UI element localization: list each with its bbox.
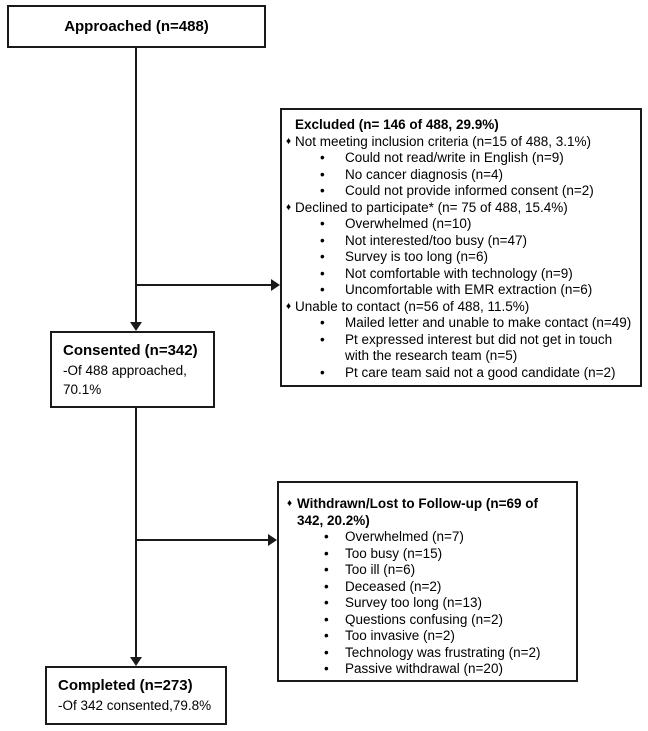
approached-box: Approached (n=488) [7,5,266,48]
excluded-box: Excluded (n= 146 of 488, 29.9%) ♦ Not me… [280,108,642,387]
completed-box: Completed (n=273) -Of 342 consented,79.8… [45,666,227,725]
completed-subtitle: -Of 342 consented,79.8% [58,698,212,713]
withdrawn-title-row: ♦ Withdrawn/Lost to Follow-up (n=69 of 3… [283,496,568,529]
arrowhead-down-consented [130,322,142,331]
dot-bullet-icon: • [324,578,329,594]
withdrawn-box: ♦ Withdrawn/Lost to Follow-up (n=69 of 3… [277,481,578,682]
excluded-sub-item: • Could not read/write in English (n=9) [320,150,564,165]
dot-bullet-icon: • [324,611,329,627]
dot-bullet-icon: • [324,529,329,544]
excluded-group-label: ♦ Not meeting inclusion criteria (n=15 o… [286,133,592,149]
excluded-sub-item: • Mailed letter and unable to make conta… [320,315,632,330]
connector-branch-withdrawn [135,539,268,541]
consented-title: Consented (n=342) [63,342,198,359]
dot-bullet-icon: • [320,216,325,231]
diamond-bullet-icon: ♦ [287,498,293,509]
dot-bullet-icon: • [320,232,325,248]
withdrawn-sub-item: • Deceased (n=2) [324,578,442,594]
diamond-bullet-icon: ♦ [286,300,292,312]
dot-bullet-icon: • [320,282,325,297]
withdrawn-sub-item: • Questions confusing (n=2) [324,611,503,627]
connector-branch-excluded [135,284,271,286]
connector-approached-consented [135,48,137,322]
excluded-group-label: ♦ Declined to participate* (n= 75 of 488… [286,199,568,215]
dot-bullet-icon: • [324,628,329,643]
excluded-sub-item: • Not comfortable with technology (n=9) [320,265,573,281]
approached-title: Approached (n=488) [64,18,209,35]
excluded-sub-item: • Could not provide informed consent (n=… [320,183,594,198]
withdrawn-sub-item: • Passive withdrawal (n=20) [324,661,503,676]
arrowhead-down-completed [130,657,142,666]
withdrawn-sub-item: • Technology was frustrating (n=2) [324,644,541,660]
dot-bullet-icon: • [320,364,325,380]
excluded-sub-item: • Not interested/too busy (n=47) [320,232,527,248]
completed-title: Completed (n=273) [58,677,193,694]
excluded-sub-item: • Survey is too long (n=6) [320,249,488,264]
dot-bullet-icon: • [320,265,325,281]
withdrawn-sub-item: • Too ill (n=6) [324,562,416,577]
excluded-sub-item: • Pt expressed interest but did not get … [320,331,613,364]
withdrawn-sub-item: • Overwhelmed (n=7) [324,529,464,544]
dot-bullet-icon: • [320,331,325,347]
dot-bullet-icon: • [320,315,325,330]
withdrawn-sub-item: • Survey too long (n=13) [324,595,482,610]
dot-bullet-icon: • [324,562,329,577]
dot-bullet-icon: • [320,150,325,165]
excluded-title: Excluded (n= 146 of 488, 29.9%) [295,117,499,132]
dot-bullet-icon: • [324,644,329,660]
dot-bullet-icon: • [320,166,325,182]
excluded-sub-item: • Pt care team said not a good candidate… [320,364,616,380]
withdrawn-sub-item: • Too invasive (n=2) [324,628,455,643]
withdrawn-title: Withdrawn/Lost to Follow-up (n=69 of 342… [297,496,538,528]
excluded-sub-item: • Overwhelmed (n=10) [320,216,472,231]
connector-consented-completed [135,408,137,657]
arrowhead-right-excluded [271,279,280,291]
arrowhead-right-withdrawn [268,534,277,546]
diamond-bullet-icon: ♦ [286,135,292,147]
withdrawn-sub-item: • Too busy (n=15) [324,545,443,561]
dot-bullet-icon: • [324,661,329,676]
dot-bullet-icon: • [320,249,325,264]
dot-bullet-icon: • [324,595,329,610]
consented-subtitle: 70.1% [63,382,102,397]
excluded-sub-item: • Uncomfortable with EMR extraction (n=6… [320,282,593,297]
diamond-bullet-icon: ♦ [286,201,292,213]
dot-bullet-icon: • [320,183,325,198]
excluded-sub-item: • No cancer diagnosis (n=4) [320,166,503,182]
consented-subtitle: -Of 488 approached, [63,363,187,378]
excluded-group-label: ♦ Unable to contact (n=56 of 488, 11.5%) [286,298,530,314]
consented-box: Consented (n=342) -Of 488 approached, 70… [50,331,215,408]
dot-bullet-icon: • [324,545,329,561]
